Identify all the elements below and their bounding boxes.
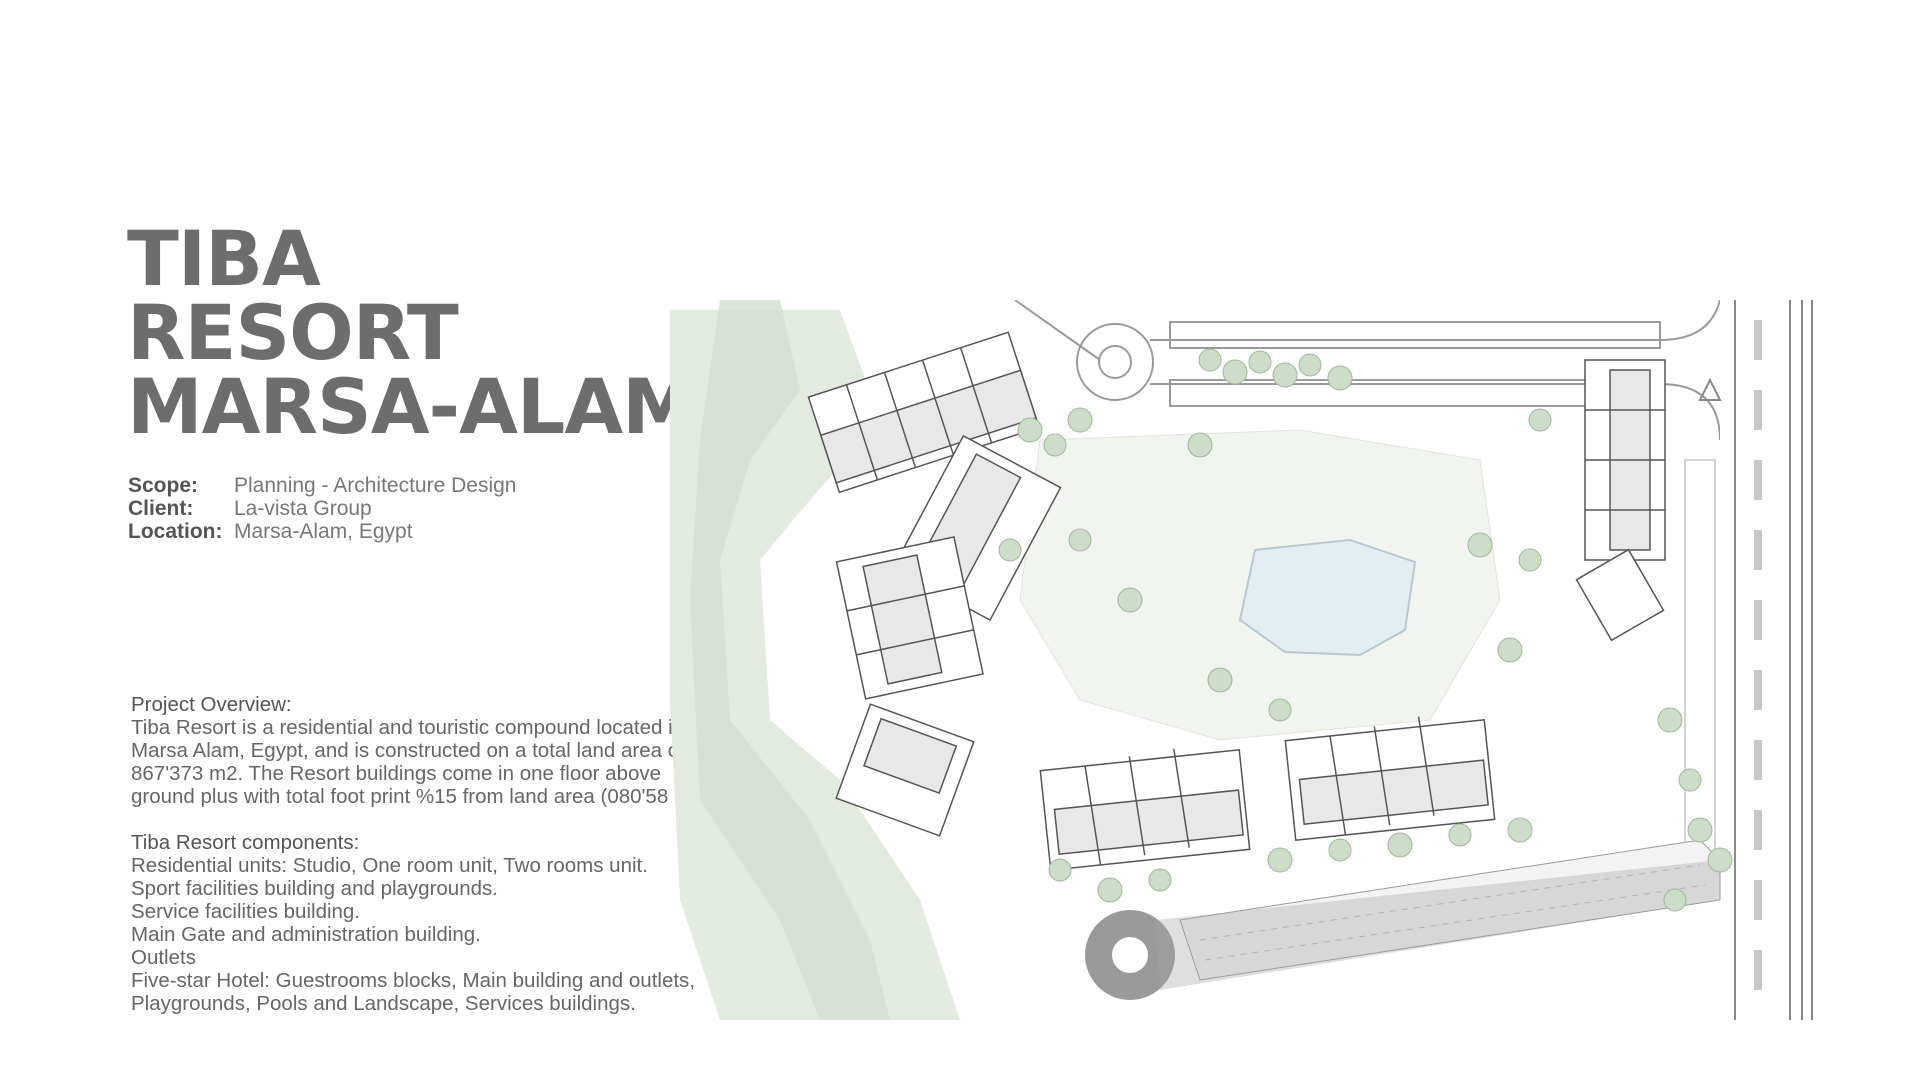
scope-row: Scope: Planning - Architecture Design [128, 474, 517, 497]
right-road [1684, 300, 1820, 1020]
location-label: Location: [128, 520, 223, 543]
overview-heading: Project Overview: [131, 693, 292, 716]
title-line-3: MARSA-ALAM [127, 362, 698, 451]
component-item: Service facilities building. [131, 900, 361, 923]
client-value: La-vista Group [234, 497, 372, 520]
client-row: Client: La-vista Group [128, 497, 517, 520]
project-overview: Project Overview: Tiba Resort is a resid… [131, 693, 791, 1015]
overview-line: Marsa Alam, Egypt, and is constructed on… [131, 739, 685, 762]
title-line-1: TIBA [127, 214, 321, 303]
component-item: Residential units: Studio, One room unit… [131, 854, 648, 877]
client-label: Client: [128, 497, 194, 520]
building-blocks [807, 331, 1666, 872]
component-item: Playgrounds, Pools and Landscape, Servic… [131, 992, 636, 1015]
component-item: Five-star Hotel: Guestrooms blocks, Main… [131, 969, 696, 992]
location-row: Location: Marsa-Alam, Egypt [128, 520, 517, 543]
overview-line: 867'373 m2. The Resort buildings come in… [131, 762, 662, 785]
component-item: Main Gate and administration building. [131, 923, 481, 946]
component-item: Sport facilities building and playground… [131, 877, 498, 900]
component-item: Outlets [131, 946, 196, 969]
overview-line: ground plus with total foot print %15 fr… [131, 785, 721, 808]
project-title: TIBA RESORT MARSA-ALAM [127, 214, 698, 451]
overview-line: Tiba Resort is a residential and tourist… [131, 716, 685, 739]
scope-label: Scope: [128, 474, 199, 497]
bottom-road [1085, 839, 1721, 1000]
project-meta: Scope: Planning - Architecture Design Cl… [128, 474, 517, 543]
scope-value: Planning - Architecture Design [234, 474, 517, 497]
pond [1238, 538, 1417, 657]
title-line-2: RESORT [127, 288, 459, 377]
site-plan-drawing [670, 300, 1820, 1020]
components-heading: Tiba Resort components: [131, 831, 360, 854]
location-value: Marsa-Alam, Egypt [234, 520, 413, 543]
trees [998, 348, 1733, 912]
